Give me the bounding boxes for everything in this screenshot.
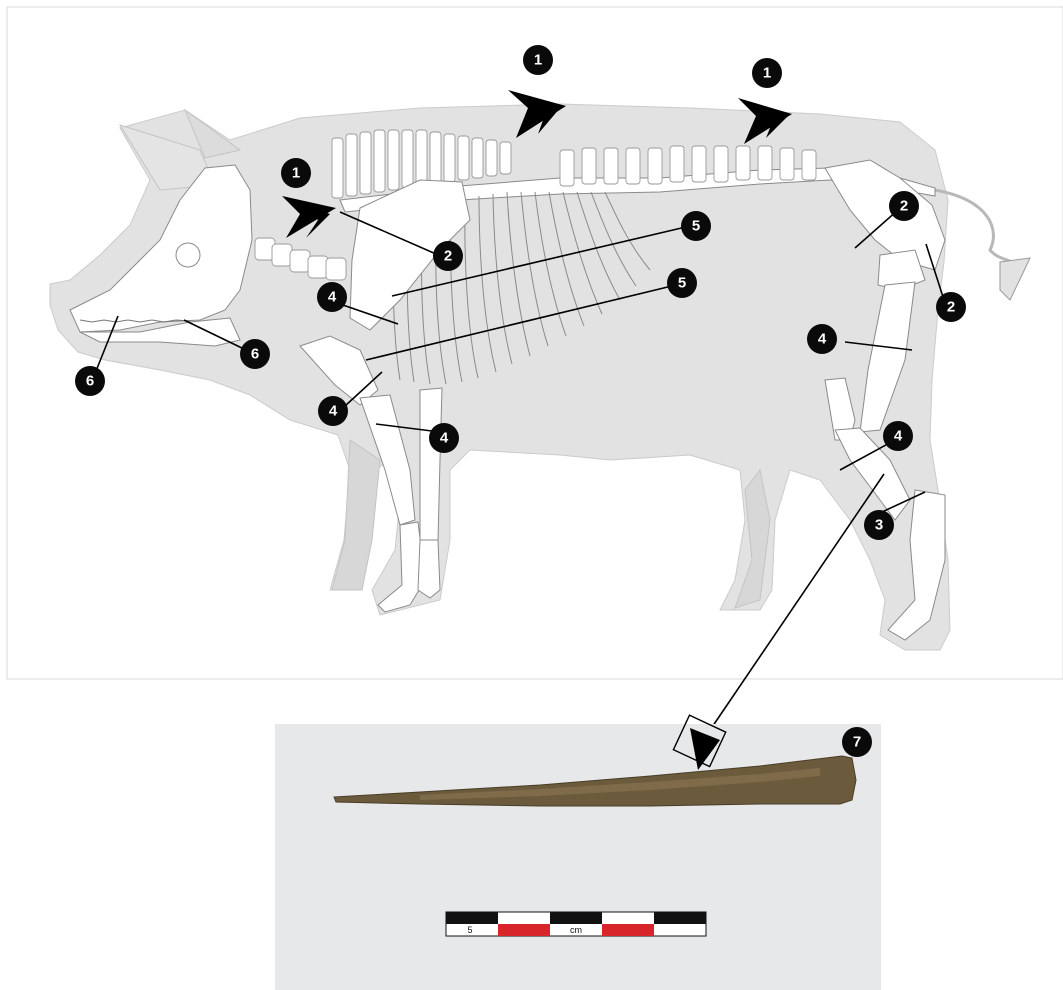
- svg-text:4: 4: [328, 289, 337, 306]
- scale-left-label: 5: [467, 925, 472, 935]
- svg-text:4: 4: [818, 331, 827, 348]
- marker-2-femur: 2: [889, 191, 919, 221]
- svg-text:4: 4: [440, 430, 449, 447]
- marker-6-jaw-b: 6: [240, 339, 270, 369]
- marker-3-tarsal: 3: [864, 510, 894, 540]
- svg-text:1: 1: [763, 65, 771, 82]
- marker-4-humerus: 4: [318, 396, 348, 426]
- svg-text:1: 1: [292, 165, 300, 182]
- svg-text:6: 6: [86, 373, 94, 390]
- marker-4-scapula: 4: [317, 282, 347, 312]
- photo-panel: 5 cm: [275, 715, 881, 990]
- orbit: [176, 243, 200, 267]
- svg-text:5: 5: [692, 218, 700, 235]
- marker-4-tibia: 4: [883, 421, 913, 451]
- svg-text:1: 1: [534, 52, 542, 69]
- svg-text:5: 5: [678, 275, 686, 292]
- svg-text:6: 6: [251, 346, 259, 363]
- scale-unit-label: cm: [570, 925, 582, 935]
- marker-2-cervical: 2: [433, 241, 463, 271]
- marker-7-photo: 7: [842, 727, 872, 757]
- marker-6-jaw-a: 6: [75, 366, 105, 396]
- svg-text:7: 7: [853, 734, 861, 751]
- svg-text:3: 3: [875, 517, 883, 534]
- svg-text:2: 2: [947, 299, 955, 316]
- forefoot-far: [418, 540, 440, 598]
- marker-5-rib-b: 5: [667, 268, 697, 298]
- svg-text:2: 2: [900, 198, 908, 215]
- marker-4-radius: 4: [429, 423, 459, 453]
- marker-1-lumbar: 1: [752, 58, 782, 88]
- svg-text:4: 4: [329, 403, 338, 420]
- svg-text:4: 4: [894, 428, 903, 445]
- svg-text:2: 2: [444, 248, 452, 265]
- marker-4-femur: 4: [807, 324, 837, 354]
- scale-bar: 5 cm: [446, 912, 706, 936]
- marker-1-thoracic: 1: [523, 45, 553, 75]
- marker-5-rib-a: 5: [681, 211, 711, 241]
- marker-2-hip: 2: [936, 292, 966, 322]
- marker-1-cervical: 1: [281, 158, 311, 188]
